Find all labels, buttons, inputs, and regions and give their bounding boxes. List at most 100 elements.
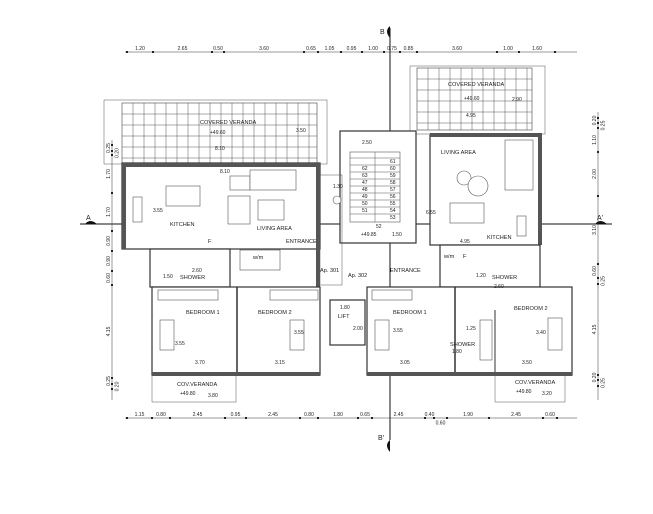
label-fridge-right: F (463, 254, 467, 260)
dim-stair-width: 2.50 (362, 140, 372, 146)
dimension-value: 0.50 (213, 46, 223, 52)
dimension-value: 0.25 (106, 376, 112, 386)
level-entrance: +49.85 (361, 232, 377, 238)
dimension-value: 1.80 (333, 412, 343, 418)
section-label-b: B (380, 29, 385, 36)
dim-bedroom1-right-width: 3.05 (400, 360, 410, 366)
dimension-value: 0.25 (601, 120, 607, 130)
stair-step-number: 63 (362, 173, 368, 179)
dim-bedroom2-right-height: 3.40 (536, 330, 546, 336)
coffee-table-round-2 (467, 175, 489, 197)
dimension-value: 0.95 (231, 412, 241, 418)
lift-shaft (329, 299, 366, 346)
dim-bedroom1-right-height: 3.55 (393, 328, 403, 334)
section-marker-b-top (387, 26, 390, 38)
dimension-value: 1.90 (463, 412, 473, 418)
label-shower-left: SHOWER (180, 275, 205, 281)
dim-shower-left-height: 1.50 (163, 274, 173, 280)
wardrobe-right (371, 289, 413, 301)
dim-veranda-right-width: 4.95 (466, 113, 476, 119)
label-bedroom2-right: BEDROOM 2 (514, 306, 548, 312)
dim-bedroom2-left-width: 3.15 (275, 360, 285, 366)
furniture-right (371, 139, 563, 361)
stair-step-number: 50 (362, 201, 368, 207)
dimension-value: 2.65 (178, 46, 188, 52)
dining-table-right (449, 202, 485, 224)
bed-2 (289, 319, 305, 351)
dimension-value: 2.45 (511, 412, 521, 418)
armchair (229, 175, 251, 191)
wardrobe-2 (269, 289, 319, 301)
level-veranda-right: +49.60 (464, 96, 480, 102)
dimension-value: 3.60 (259, 46, 269, 52)
dim-veranda-left-height: 3.50 (296, 128, 306, 134)
dimension-value: 0.75 (387, 46, 397, 52)
dim-hall-width: 1.30 (333, 184, 343, 190)
label-kitchen-right: KITCHEN (487, 235, 512, 241)
label-bedroom1-left: BEDROOM 1 (186, 310, 220, 316)
label-entrance-right: ENTRANCE (390, 268, 421, 274)
stair-step-number: 57 (390, 187, 396, 193)
inner-dimensions: 8.10 3.50 8.10 3.55 2.50 1.30 1.50 4.95 … (153, 97, 552, 399)
label-entrance-left: ENTRANCE (286, 239, 317, 245)
dim-cov-left-width: 3.80 (208, 393, 218, 399)
covered-veranda-right (409, 65, 546, 135)
dimension-value: 0.25 (601, 276, 607, 286)
wardrobe (157, 289, 219, 301)
dim-veranda-right-height: 2.90 (512, 97, 522, 103)
dim-bedroom1-left-width: 3.70 (195, 360, 205, 366)
label-kitchen-left: KITCHEN (170, 222, 195, 228)
label-shower-right: SHOWER (492, 275, 517, 281)
dim-bedroom2-left-height: 3.55 (294, 330, 304, 336)
dimension-value: 1.70 (106, 169, 112, 179)
stair-step-number: 60 (390, 166, 396, 172)
armchair-2 (227, 195, 251, 225)
stair-step-number: 61 (390, 159, 396, 165)
stair-step-number: 58 (390, 180, 396, 186)
stair-step-number: 54 (390, 208, 396, 214)
dimension-value: 0.85 (404, 46, 414, 52)
dim-lift-height: 2.00 (353, 326, 363, 332)
dim-living-left-width: 8.10 (220, 169, 230, 175)
stair-step-number: 53 (390, 215, 396, 221)
sofa (249, 169, 297, 191)
dimension-value: 0.40 (425, 412, 435, 418)
wheelchair-icon (332, 195, 342, 205)
label-covered-veranda-left: COVERED VERANDA (200, 120, 257, 126)
dimension-value: 0.60 (106, 273, 112, 283)
label-shower-mid: SHOWER (450, 342, 475, 348)
level-cov-left: +49.80 (180, 391, 196, 397)
section-marker-b-bottom (387, 440, 390, 452)
dimension-value: 1.60 (532, 46, 542, 52)
dimension-value: 0.20 (115, 148, 121, 158)
dim-shower-right-height: 1.20 (476, 273, 486, 279)
label-wm-left: w/m (252, 255, 264, 261)
dimension-value: 0.25 (106, 143, 112, 153)
stair-step-number: 51 (362, 208, 368, 214)
label-fridge-left: F (208, 239, 212, 245)
dimension-value: 3.60 (452, 46, 462, 52)
apartment-301 (121, 162, 321, 403)
dim-shower-left-width: 2.60 (192, 268, 202, 274)
dimension-value: 4.15 (592, 324, 598, 334)
coffee-table-round (456, 170, 472, 186)
stair-step-number: 59 (390, 173, 396, 179)
label-bedroom1-right: BEDROOM 1 (393, 310, 427, 316)
dimension-value: 0.90 (106, 236, 112, 246)
dim-kitchen-left-height: 3.55 (153, 208, 163, 214)
dimension-value: 0.80 (156, 412, 166, 418)
stair-step-number: 47 (362, 180, 368, 186)
dim-cov-right-width: 3.20 (542, 391, 552, 397)
dimension-value: 0.80 (304, 412, 314, 418)
dimension-value: 4.15 (106, 326, 112, 336)
stair-step-number: 48 (362, 187, 368, 193)
bed-right-2 (547, 317, 563, 351)
label-cov-veranda-right: COV.VERANDA (515, 380, 555, 386)
label-bedroom2-left: BEDROOM 2 (258, 310, 292, 316)
dimension-value: 0.60 (436, 421, 446, 427)
dim-bedroom2-right-width: 3.50 (522, 360, 532, 366)
room-labels: COVERED VERANDA COVERED VERANDA KITCHEN … (170, 82, 555, 388)
